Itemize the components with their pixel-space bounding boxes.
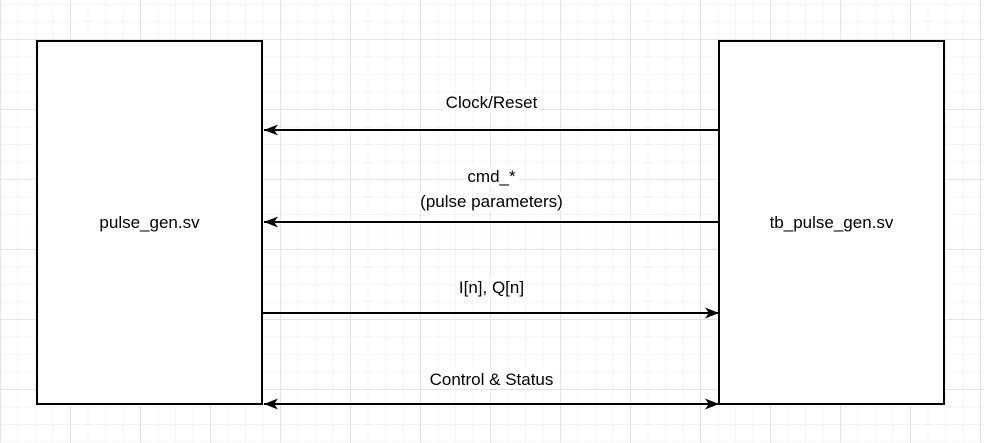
node-tb-pulse-gen: tb_pulse_gen.sv bbox=[718, 40, 945, 405]
edge-clock-reset-label: Clock/Reset bbox=[264, 90, 719, 115]
edge-cmd-label: cmd_* (pulse parameters) bbox=[264, 164, 719, 214]
node-tb-pulse-gen-label: tb_pulse_gen.sv bbox=[769, 213, 894, 232]
edge-control-status-label: Control & Status bbox=[264, 367, 719, 392]
edge-iq-label: I[n], Q[n] bbox=[264, 275, 719, 300]
node-pulse-gen: pulse_gen.sv bbox=[36, 40, 263, 405]
node-pulse-gen-label: pulse_gen.sv bbox=[99, 213, 200, 232]
